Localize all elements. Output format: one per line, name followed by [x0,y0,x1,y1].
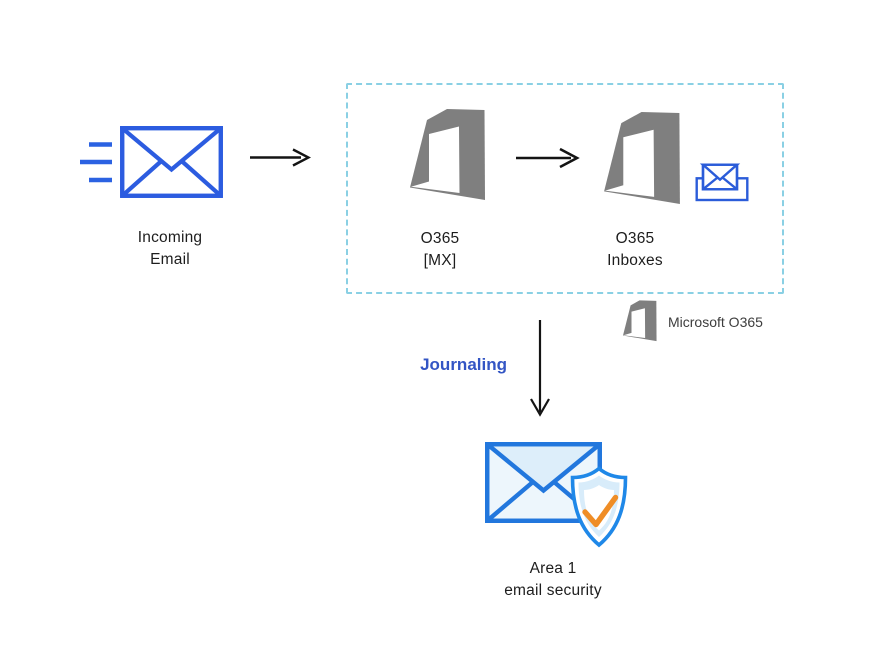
area1-label: Area 1 email security [477,558,629,602]
arrow-right-icon [516,147,580,169]
incoming-email-label-line1: Incoming [137,229,203,246]
incoming-email-label-line2: Email [150,251,190,268]
o365-inboxes-label-line1: O365 [615,230,655,247]
o365-mx-label: O365 [MX] [364,228,516,272]
microsoft-o365-legend-icon [623,300,657,342]
shield-check-icon [570,466,628,548]
arrow-down-icon [530,320,550,417]
area1-label-line2: email security [504,582,602,599]
area1-label-line1: Area 1 [529,560,577,577]
office365-mx-icon [410,109,485,200]
o365-mx-label-line2: [MX] [423,252,457,269]
o365-boundary-box [346,83,784,294]
arrow-right-icon [250,148,311,167]
o365-inboxes-label: O365 Inboxes [559,228,711,272]
o365-mx-label-line1: O365 [420,230,460,247]
microsoft-o365-legend-label: Microsoft O365 [668,314,763,330]
office365-inboxes-icon [604,112,680,204]
speed-lines-icon [80,142,112,183]
incoming-email-icon [120,126,223,198]
o365-inboxes-label-line2: Inboxes [607,252,663,269]
incoming-email-label: Incoming Email [94,227,246,271]
inbox-icon [695,163,749,202]
journaling-label: Journaling [420,355,507,374]
